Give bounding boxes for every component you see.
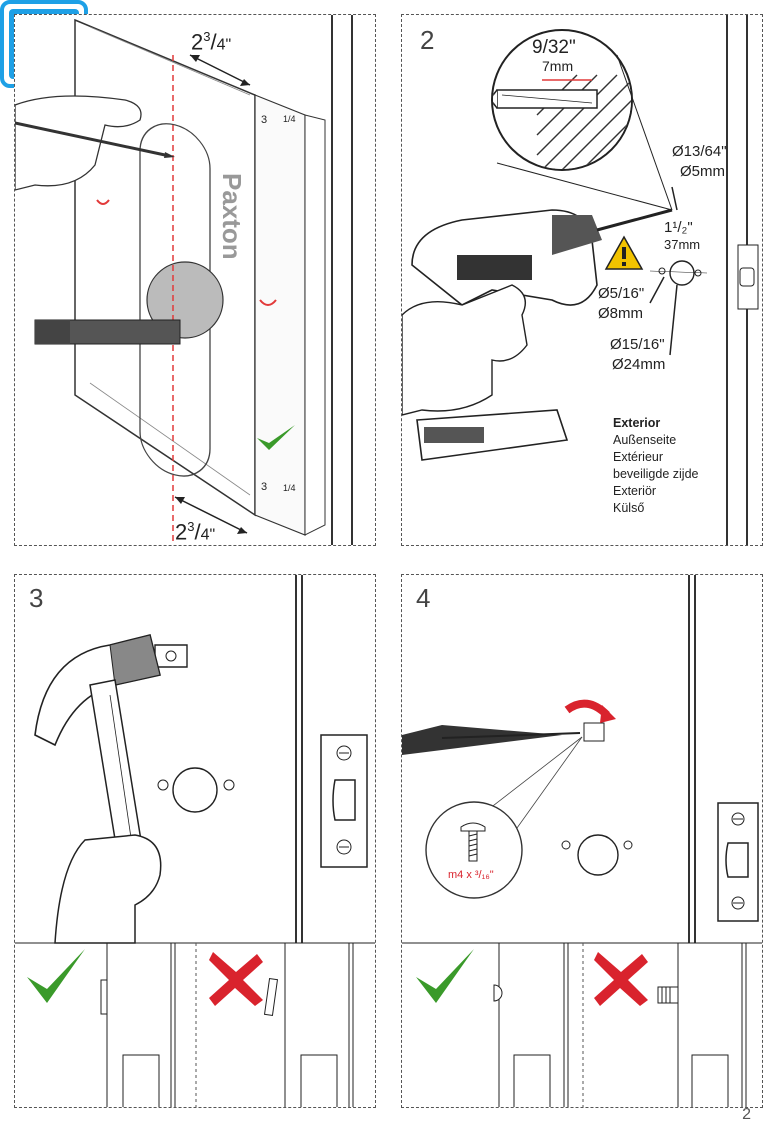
green-check-icon <box>27 949 85 1003</box>
template-quarter-top: 1/4 <box>283 114 296 124</box>
hole-spacing-inch: 1¹/₂" <box>664 219 693 236</box>
green-check-icon <box>257 425 295 450</box>
drilling-illustration <box>402 29 759 461</box>
bit-size-mm: 7mm <box>542 58 574 74</box>
hole-small-mm: Ø5mm <box>680 163 725 180</box>
legend-title: Exterior <box>613 416 661 430</box>
warning-triangle-icon <box>604 235 644 270</box>
step-number: 2 <box>420 25 435 55</box>
screwdriver-illustration <box>402 699 762 1107</box>
hole-medium-mm: Ø8mm <box>598 305 643 322</box>
template-three-bottom: 3 <box>261 481 268 493</box>
page-number: 2 <box>742 1106 751 1123</box>
template-three-top: 3 <box>261 114 268 126</box>
template-illustration <box>15 18 326 545</box>
step-number: 3 <box>29 583 44 613</box>
step-number: 4 <box>416 583 431 613</box>
hole-large-mm: Ø24mm <box>612 356 666 373</box>
green-check-icon <box>416 949 474 1003</box>
dim-bottom: 23/4" <box>175 519 216 545</box>
dim-top: 23/4" <box>191 29 232 55</box>
door-frame-line <box>351 15 353 545</box>
legend-line: beveiligde zijde <box>613 467 699 481</box>
template-brand: Paxton <box>217 173 247 260</box>
hole-spacing-mm: 37mm <box>664 237 701 252</box>
hole-medium-inch: Ø5/16" <box>598 285 645 302</box>
panel-step-1: Paxton 1/4 3 1/4 3 23/4" 23/4" <box>14 14 376 546</box>
screw-size-label: m4 x ³/₁₆" <box>448 869 494 881</box>
red-cross-icon <box>594 952 648 1006</box>
door-frame-line <box>301 575 303 943</box>
door-edge <box>688 575 690 943</box>
template-quarter-bottom: 1/4 <box>283 483 296 493</box>
legend-line: Külső <box>613 501 645 515</box>
exterior-legend: Exterior Außenseite Extérieur beveiligde… <box>613 415 698 517</box>
legend-line: Extérieur <box>613 450 664 464</box>
hole-large-inch: Ø15/16" <box>610 336 665 353</box>
red-cross-icon <box>209 952 263 1006</box>
hammer-illustration <box>15 634 375 1107</box>
door-edge <box>331 15 333 545</box>
hole-small-inch: Ø13/64" <box>672 143 727 160</box>
bit-size-inch: 9/32" <box>532 37 576 58</box>
legend-line: Außenseite <box>613 433 677 447</box>
legend-line: Exteriör <box>613 484 657 498</box>
panel-step-2: 2 <box>401 14 763 546</box>
panel-step-3: 3 <box>14 574 376 1108</box>
screw-icon <box>460 822 486 862</box>
panel-step-4: 4 m4 x ³/₁₆" <box>401 574 763 1108</box>
door-frame-line <box>694 575 696 943</box>
door-edge <box>726 15 728 545</box>
door-edge <box>295 575 297 943</box>
